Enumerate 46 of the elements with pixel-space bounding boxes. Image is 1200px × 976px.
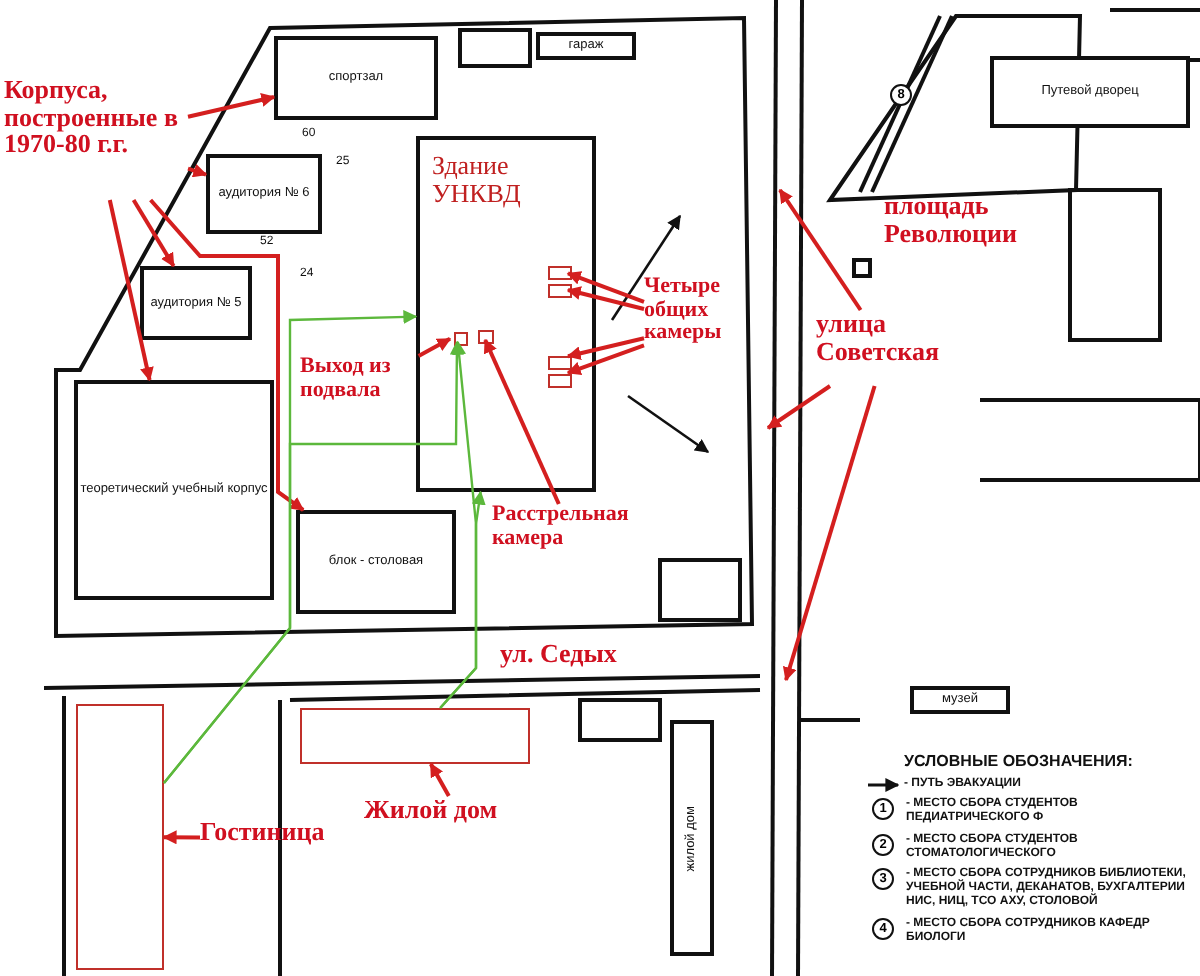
- arrow: [162, 830, 201, 845]
- cell-marker: [76, 704, 164, 970]
- annotation-label: Расстрельная камера: [492, 504, 656, 572]
- building-name: Здание УНКВД: [432, 152, 523, 210]
- cell-marker: [548, 356, 572, 370]
- arrow: [163, 340, 464, 784]
- cell-marker: [548, 374, 572, 388]
- building-outline: [206, 154, 322, 234]
- annotation-label: Корпуса, построенные в 1970-80 г.г.: [4, 76, 188, 200]
- annotation-label: улица Советская: [816, 310, 956, 386]
- building-outline: [670, 720, 714, 956]
- cell-marker: [454, 332, 468, 346]
- arrow: [187, 93, 276, 119]
- cell-marker: [548, 266, 572, 280]
- building-outline: [910, 686, 1010, 714]
- arrow: [782, 385, 877, 682]
- building-outline: [296, 510, 456, 614]
- arrow: [131, 198, 176, 268]
- building-outline: [416, 136, 596, 492]
- cell-marker: [300, 708, 530, 764]
- arrow: [566, 336, 645, 361]
- arrow: [483, 338, 561, 505]
- cell-marker: [548, 284, 572, 298]
- arrow: [149, 198, 305, 512]
- street-label: площадь Революции: [884, 192, 1019, 247]
- cell-marker: [478, 330, 494, 344]
- arrow: [439, 340, 478, 709]
- arrow: [107, 199, 154, 382]
- street-label: ул. Седых: [500, 640, 619, 668]
- arrow: [429, 762, 451, 797]
- legend-title: УСЛОВНЫЕ ОБОЗНАЧЕНИЯ:: [904, 752, 1135, 770]
- annotation-label: Четыре общих камеры: [644, 276, 764, 372]
- building-outline: [990, 56, 1190, 128]
- arrow: [778, 188, 863, 312]
- arrow: [566, 343, 645, 376]
- building-outline: [74, 380, 274, 600]
- building-outline: [140, 266, 252, 340]
- building-outline: [274, 36, 438, 120]
- arrow: [187, 163, 208, 178]
- building-outline: [536, 32, 636, 60]
- annotation-label: Жилой дом: [364, 796, 556, 836]
- arrow: [566, 286, 645, 311]
- arrow: [766, 384, 832, 430]
- arrow: [566, 271, 645, 304]
- arrow: [417, 337, 452, 358]
- annotation-label: Выход из подвала: [300, 356, 420, 420]
